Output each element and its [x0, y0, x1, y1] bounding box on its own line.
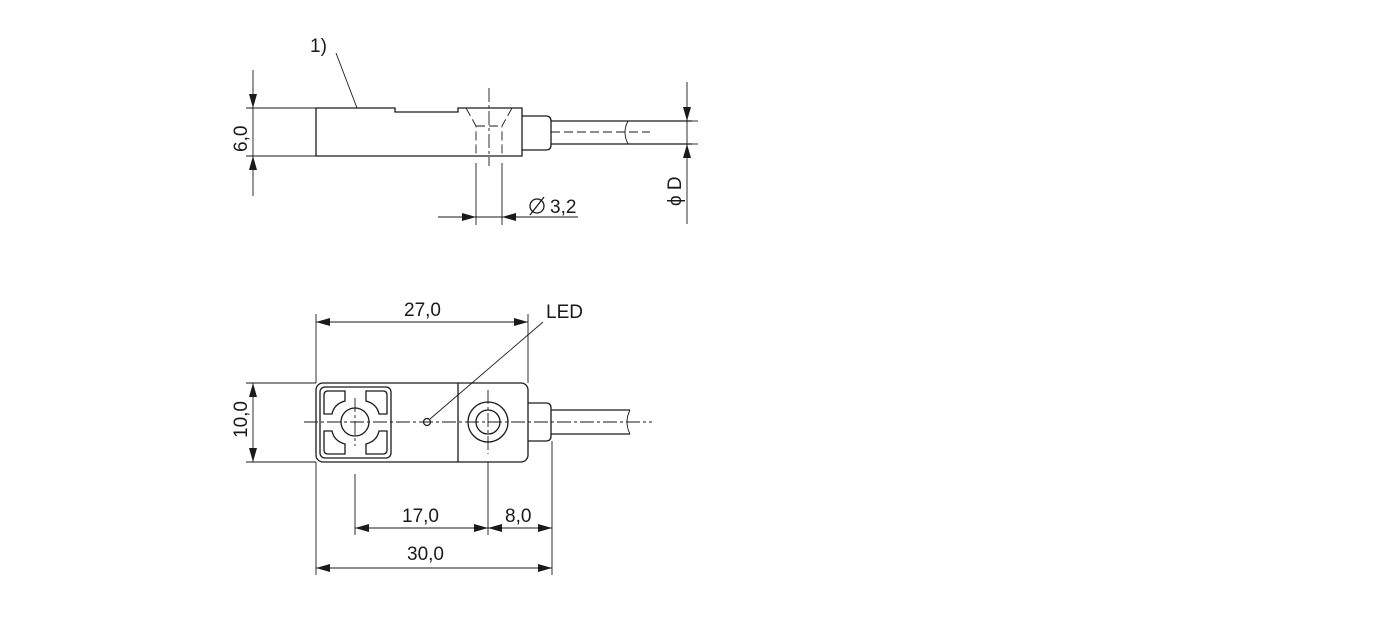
- side-view: 1) 6,0 3,2: [231, 36, 698, 225]
- side-cable-break: [624, 120, 629, 145]
- note-leader: [335, 52, 358, 109]
- cable-dim-label: ϕ D: [665, 176, 686, 206]
- top-body-outline: [315, 382, 529, 463]
- height-dimension-side: 6,0: [231, 70, 316, 196]
- hole-dim-label: 3,2: [550, 197, 576, 218]
- hole-offset-dim-label: 17,0: [402, 506, 439, 527]
- note-label: 1): [310, 36, 327, 57]
- diameter-symbol: [529, 196, 545, 216]
- cable-diameter-dimension: ϕ D: [665, 82, 698, 224]
- side-cable-gland: [522, 115, 552, 151]
- sensing-face: [319, 386, 392, 459]
- width-dim-label: 27,0: [404, 300, 441, 321]
- top-cable: [551, 409, 630, 435]
- side-body-outline: [315, 107, 523, 157]
- top-view: LED 27,0 10,0: [231, 300, 652, 575]
- side-counterbore: [465, 107, 513, 156]
- hole-dimension: 3,2: [438, 163, 578, 225]
- height-dimension-top: 10,0: [231, 382, 316, 463]
- height-dim-top-label: 10,0: [231, 401, 252, 438]
- width-dimension-top: 27,0: [315, 300, 529, 383]
- height-dim-side-label: 6,0: [231, 126, 252, 152]
- total-length-dimension: 30,0: [315, 462, 552, 575]
- cable-offset-dim-label: 8,0: [505, 506, 531, 527]
- side-cable: [551, 120, 692, 145]
- led-leader: [429, 321, 544, 420]
- led-label: LED: [546, 302, 583, 323]
- total-length-dim-label: 30,0: [407, 544, 444, 565]
- sensing-face-pattern: [323, 390, 388, 455]
- offset-dimensions: 17,0 8,0: [354, 441, 553, 575]
